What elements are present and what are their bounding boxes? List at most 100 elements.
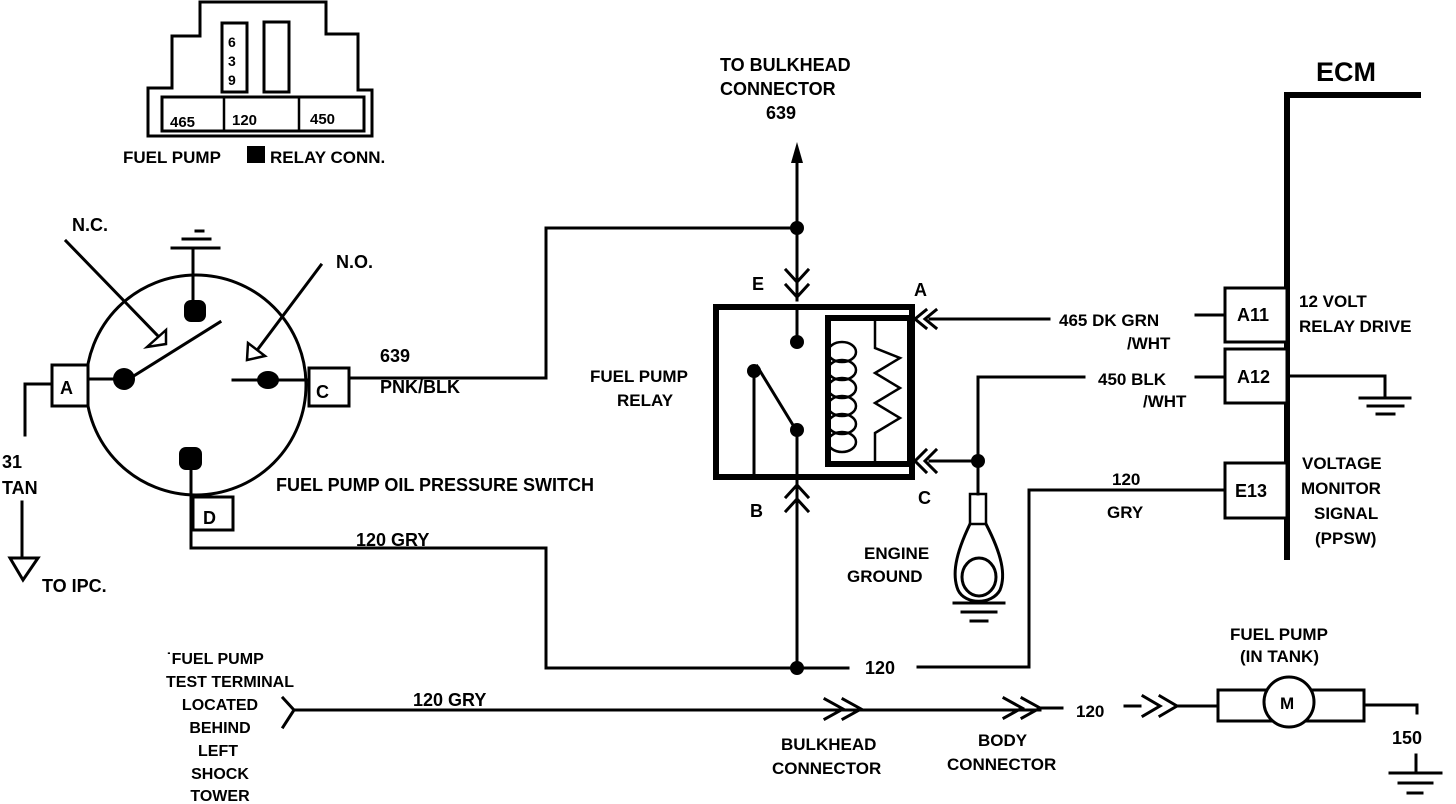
- test-terminal-label: TOWER: [190, 788, 250, 804]
- fuel-pump-label: (IN TANK): [1240, 647, 1319, 666]
- fuel-pump-relay: E A C B FUEL PUMP: [590, 267, 939, 670]
- fuel-pump-label: FUEL PUMP: [1230, 625, 1328, 644]
- oil-pressure-switch-title: FUEL PUMP OIL PRESSURE SWITCH: [276, 475, 594, 495]
- nc-label: N.C.: [72, 215, 108, 235]
- ecm-pin-a11-desc: RELAY DRIVE: [1299, 317, 1411, 336]
- terminal-c-label: C: [316, 382, 329, 402]
- ecm-pin-e13-desc: (PPSW): [1315, 529, 1376, 548]
- body-connector-label: CONNECTOR: [947, 755, 1056, 774]
- engine-ground: ENGINE GROUND: [847, 459, 1006, 623]
- ecm-pin-a12: [1223, 347, 1289, 405]
- relay-connector-top-pin-digit: 3: [228, 53, 236, 69]
- bulkhead-bottom-label: CONNECTOR: [772, 759, 881, 778]
- relay-connector-pin-450: 450: [310, 111, 335, 128]
- ecm-pin-a11-desc: 12 VOLT: [1299, 292, 1367, 311]
- relay-connector-pin-465: 465: [170, 114, 195, 131]
- fuel-pump-motor-icon: [1262, 675, 1316, 729]
- ipc-wire-color: TAN: [2, 478, 38, 498]
- body-connector: BODY CONNECTOR 120: [947, 695, 1142, 774]
- ipc-arrow-icon: [7, 556, 41, 583]
- ipc-wire: 31 TAN TO IPC.: [2, 382, 107, 596]
- no-arrow-icon: [245, 340, 268, 362]
- relay-pin-b-label: B: [750, 501, 763, 521]
- ecm: ECM A11 12 VOLT RELAY DRIVE A12 E13 VOLT…: [1107, 57, 1421, 560]
- terminal-d-label: D: [203, 508, 216, 528]
- nc-pointer: [63, 238, 161, 339]
- relay-pin-c-label: C: [918, 488, 931, 508]
- ecm-pin-e13-desc: MONITOR: [1301, 479, 1381, 498]
- switch-terminal-c: [307, 366, 351, 408]
- wire-120-body-label: 120: [1076, 702, 1104, 721]
- wire-120-mid-label: 120: [865, 658, 895, 678]
- ecm-ground-icon: [1358, 396, 1412, 416]
- relay-resistor-icon: [872, 318, 903, 464]
- fuel-pump-ground-icon: [1388, 753, 1443, 795]
- bulkhead-top-label: TO BULKHEAD: [720, 55, 851, 75]
- fuel-pump-in-tank: M 150 FUEL PUMP (IN TANK): [1140, 625, 1443, 795]
- engine-ground-label: GROUND: [847, 567, 923, 586]
- relay-connector-top-pin-digit: 9: [228, 72, 236, 88]
- no-pointer: [252, 262, 324, 356]
- body-connector-label: BODY: [978, 731, 1028, 750]
- ecm-pin-e13-label: E13: [1235, 481, 1267, 501]
- relay-connector-top-pin-digit: 6: [228, 34, 236, 50]
- wire-465-color-suffix: /WHT: [1127, 334, 1171, 353]
- relay-pin-e-label: E: [752, 274, 764, 294]
- wire-465-label: 465 DK GRN: [1059, 311, 1159, 330]
- switch-terminal-d: [191, 495, 235, 532]
- wire-450: 450 BLK /WHT: [928, 370, 1227, 468]
- wire-450-label: 450 BLK: [1098, 370, 1167, 389]
- wire-120-ecm-color: GRY: [1107, 503, 1144, 522]
- wire-120-test-label: 120 GRY: [413, 690, 486, 710]
- ecm-pin-e13: [1223, 461, 1289, 520]
- ecm-pin-a11: [1223, 286, 1289, 344]
- switch-ground-icon: [170, 229, 221, 302]
- test-terminal-label: ˙FUEL PUMP: [166, 651, 264, 668]
- bulkhead-bottom-connector: BULKHEAD CONNECTOR: [772, 696, 881, 778]
- wire-639: 639 PNK/BLK TO BULKHEAD CONNECTOR 639: [347, 55, 851, 397]
- relay-connector-pin-639: [220, 21, 249, 94]
- ipc-label: TO IPC.: [42, 576, 107, 596]
- bulkhead-top-label: CONNECTOR: [720, 79, 836, 99]
- relay-connector-label-left: FUEL PUMP: [123, 148, 221, 167]
- nc-arrow-icon: [143, 327, 168, 349]
- terminal-a-label: A: [60, 378, 73, 398]
- ecm-pin-a12-label: A12: [1237, 367, 1270, 387]
- ipc-wire-number: 31: [2, 452, 22, 472]
- relay-connector-pin-120: 120: [232, 112, 257, 129]
- wire-120-ecm-number: 120: [1112, 470, 1140, 489]
- test-terminal-label: LEFT: [198, 743, 238, 760]
- wire-465: 465 DK GRN /WHT: [928, 311, 1227, 353]
- relay-connector-square-icon: [247, 146, 265, 163]
- relay-coil-icon: [826, 340, 858, 454]
- test-terminal-connector-icon: [280, 695, 296, 730]
- test-terminal-label: TEST TERMINAL: [166, 674, 294, 691]
- relay-label: RELAY: [617, 391, 674, 410]
- no-label: N.O.: [336, 252, 373, 272]
- test-terminal-label: SHOCK: [191, 766, 249, 783]
- relay-label: FUEL PUMP: [590, 367, 688, 386]
- bulkhead-top-number: 639: [766, 103, 796, 123]
- wire-639-color: PNK/BLK: [380, 377, 460, 397]
- oil-pressure-switch: N.C. N.O. A C D FUEL PUMP OIL PRESSURE S…: [50, 215, 594, 550]
- switch-terminal-a: [50, 363, 90, 408]
- motor-label: M: [1280, 694, 1294, 713]
- relay-pin-a-label: A: [914, 280, 927, 300]
- wire-150-label: 150: [1392, 728, 1422, 748]
- ecm-pin-a11-label: A11: [1237, 305, 1269, 325]
- relay-connector: 6 3 9 465 120 450 FUEL PUMP RELAY CONN.: [123, 0, 385, 167]
- relay-connector-label-right: RELAY CONN.: [270, 148, 385, 167]
- bulkhead-bottom-label: BULKHEAD: [781, 735, 876, 754]
- test-terminal-label: LOCATED: [182, 697, 258, 714]
- wire-450-color-suffix: /WHT: [1143, 392, 1187, 411]
- test-terminal: ˙FUEL PUMP TEST TERMINAL LOCATED BEHIND …: [166, 651, 1042, 804]
- ecm-pin-e13-desc: VOLTAGE: [1302, 454, 1382, 473]
- wire-120-gry-label: 120 GRY: [356, 530, 429, 550]
- test-terminal-label: BEHIND: [189, 720, 250, 737]
- ecm-title: ECM: [1316, 57, 1376, 87]
- ecm-pin-e13-desc: SIGNAL: [1314, 504, 1378, 523]
- relay-connector-blank-pin: [262, 20, 291, 94]
- engine-ground-label: ENGINE: [864, 544, 929, 563]
- wire-120-gry: 120 GRY 120: [189, 488, 1227, 678]
